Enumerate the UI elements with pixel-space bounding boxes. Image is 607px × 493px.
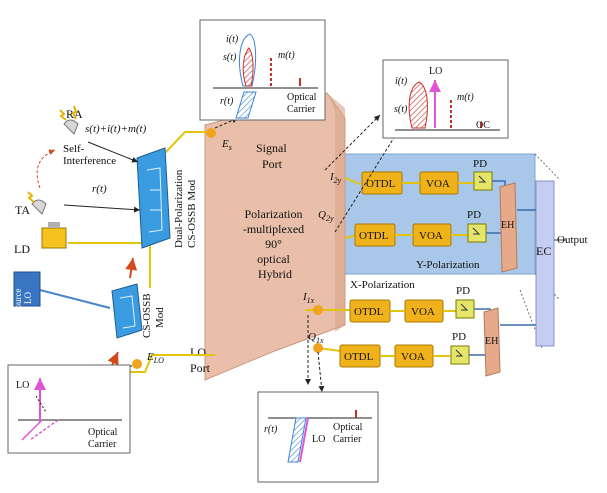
svg-text:PD: PD (456, 285, 470, 297)
x-otdl-1: OTDL (349, 299, 391, 323)
self-interference-path (36, 149, 56, 189)
red-arrow-up (125, 257, 138, 279)
svg-text:OC: OC (476, 120, 490, 131)
q1x-label: Q1x (308, 331, 324, 345)
svg-text:OTDL: OTDL (366, 178, 396, 190)
y-pd-2: PD (467, 209, 487, 243)
y-otdl-2: OTDL (354, 223, 396, 247)
i2y-label: I2y (329, 171, 342, 185)
svg-text:LO: LO (16, 380, 29, 391)
svg-text:i(t): i(t) (226, 34, 239, 45)
x-pd-1: PD (455, 285, 475, 319)
svg-text:i(t): i(t) (395, 76, 408, 87)
x-pd-2: PD (450, 331, 470, 365)
junction-dot-elo (132, 359, 142, 369)
elo-label: ELO (146, 351, 164, 365)
junction-dot-i1x (313, 305, 323, 315)
y-polarization-label: Y-Polarization (416, 259, 480, 271)
optical-hybrid-side (327, 93, 345, 332)
output-label: Output (557, 234, 588, 246)
svg-text:VOA: VOA (426, 178, 450, 190)
svg-text:s(t): s(t) (394, 104, 408, 115)
svg-text:LO: LO (312, 434, 325, 445)
ta-antenna-icon (27, 191, 47, 215)
ld-label: LD (14, 242, 30, 256)
ec-label: EC (536, 244, 551, 258)
svg-text:r(t): r(t) (220, 96, 234, 107)
svg-text:OTDL: OTDL (359, 230, 389, 242)
svg-text:VOA: VOA (401, 351, 425, 363)
fibers (68, 131, 361, 373)
svg-text:EH: EH (501, 220, 514, 231)
y-otdl-1: OTDL (361, 171, 403, 195)
inset-right: i(t) LO s(t) m(t) OC (382, 59, 509, 139)
x-voa-2: VOA (394, 344, 434, 368)
svg-text:r(t): r(t) (264, 424, 278, 435)
cs-ossb-modulator (111, 283, 143, 339)
dp-mod-label: Dual-PolarizationCS-OSSB Mod (173, 169, 198, 248)
junction-dot-q1x (313, 343, 323, 353)
x-otdl-2: OTDL (339, 344, 381, 368)
x-eh-block: EH (483, 307, 501, 377)
svg-text:VOA: VOA (419, 230, 443, 242)
ta-label: TA (15, 203, 30, 217)
svg-text:s(t): s(t) (223, 52, 237, 63)
y-voa-2: VOA (412, 223, 452, 247)
i1x-label: I1x (302, 291, 315, 305)
svg-text:OTDL: OTDL (354, 306, 384, 318)
junction-dot-es (206, 128, 216, 138)
x-polarization-label: X-Polarization (350, 279, 415, 291)
es-label: Es (221, 138, 232, 152)
ec-bar (535, 180, 555, 347)
self-interference-label: Self-Interference (63, 143, 116, 167)
ld-laser-icon (41, 222, 67, 249)
y-eh-block: EH (499, 182, 518, 273)
svg-text:m(t): m(t) (278, 50, 295, 61)
signal-sum-label: s(t)+i(t)+m(t) (85, 123, 147, 135)
y-pd-1: PD (473, 158, 493, 191)
rt-arrow (63, 204, 141, 213)
svg-text:LO: LO (429, 66, 442, 77)
lo-source-link (39, 289, 111, 309)
svg-text:VOA: VOA (411, 306, 435, 318)
cs-ossb-label: CS-OSSBMod (141, 293, 166, 338)
dual-polarization-modulator (136, 147, 171, 249)
svg-text:EH: EH (485, 336, 498, 347)
q2y-label: Q2y (318, 209, 334, 223)
svg-text:m(t): m(t) (457, 92, 474, 103)
svg-text:PD: PD (452, 331, 466, 343)
lo-source-box: LOsource (13, 271, 41, 313)
svg-text:PD: PD (467, 209, 481, 221)
ra-antenna-icon (59, 105, 79, 135)
rt-label: r(t) (92, 183, 107, 195)
signal-sum-arrow (87, 141, 139, 163)
hybrid-label: Polarization -multiplexed 90° optical Hy… (243, 207, 307, 281)
svg-text:OTDL: OTDL (344, 351, 374, 363)
svg-text:PD: PD (473, 158, 487, 170)
y-voa-1: VOA (419, 171, 459, 195)
svg-text:LOsource: LOsource (13, 289, 33, 313)
x-voa-1: VOA (404, 299, 444, 323)
